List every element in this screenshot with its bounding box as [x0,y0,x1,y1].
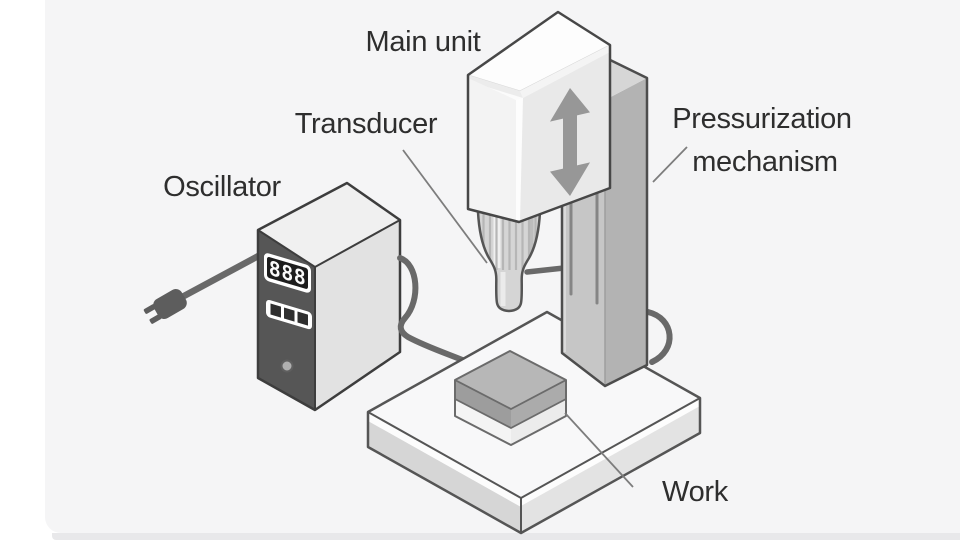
label-transducer: Transducer [295,108,438,140]
label-pressurization-line1: Pressurization [672,103,852,135]
leader-line-pressurization [652,146,688,183]
base-right-face [521,398,700,533]
up-down-arrow-icon [550,88,590,196]
oscillator-top-face [258,183,400,267]
oscillator-right-face [315,220,400,410]
power-plug [143,289,187,324]
transducer-horn [476,211,542,313]
column-right-face [605,78,647,386]
transducer-cable [524,265,567,275]
plug-prong [149,314,162,324]
plug-prong [143,304,156,314]
indicator-led [280,359,294,373]
horn-outline [476,211,542,313]
oscillator: 888 [256,181,402,412]
base-outline [366,310,702,535]
label-work: Work [662,476,729,508]
work-piece [454,350,567,446]
leader-line-work [564,412,634,488]
display-screen [267,257,308,289]
oscillator-outline [256,181,402,412]
control-button [284,307,295,322]
label-main-unit: Main unit [366,26,481,58]
plug-body [153,289,187,319]
main-unit-outline [466,10,612,224]
control-button [297,311,308,326]
main-unit [466,10,612,224]
interconnect-cable-right [645,309,673,365]
control-button-panel [266,300,312,330]
power-cable [180,250,266,300]
label-pressurization-line2: mechanism [692,146,838,178]
interconnect-cable-left [397,255,493,375]
work-lower-plate [455,399,511,445]
control-button [270,303,281,318]
leader-line-transducer [402,149,488,264]
label-oscillator: Oscillator [163,171,281,203]
work-upper-plate [455,380,511,428]
main-unit-left-face [468,78,516,221]
bottom-band [52,533,960,540]
